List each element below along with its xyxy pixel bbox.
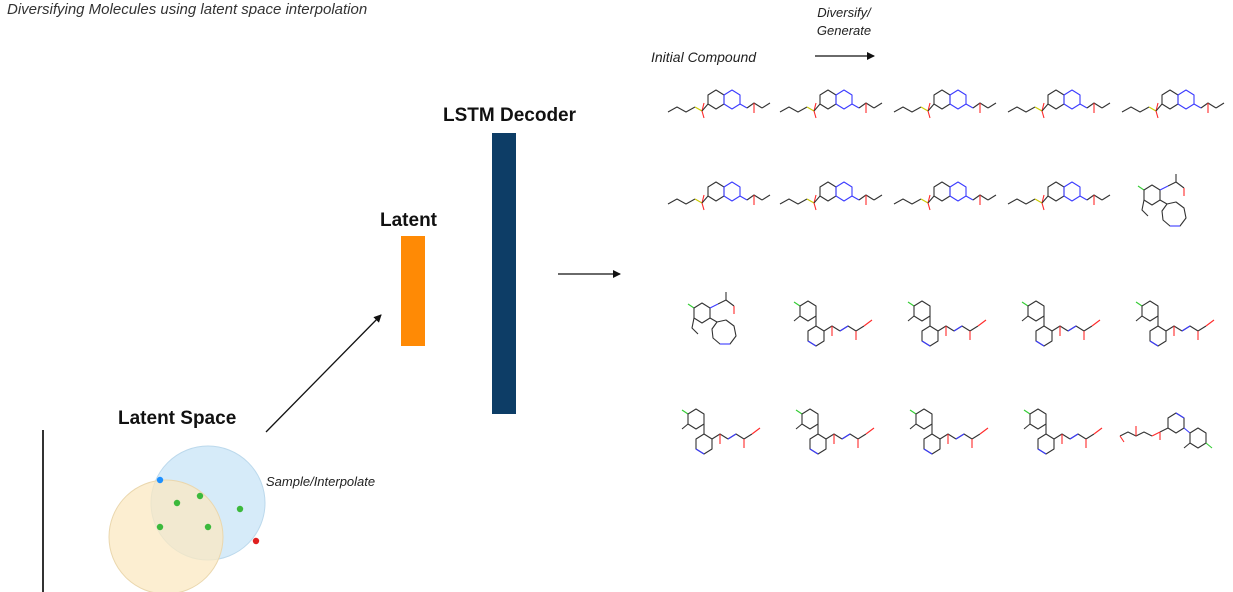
molecule-structure: [1023, 408, 1103, 455]
molecule-structure: [893, 89, 997, 119]
latent-space-venn: [108, 445, 266, 592]
molecule-structure: [795, 408, 875, 455]
molecule-structure: [1007, 89, 1111, 119]
molecule-structure: [1121, 89, 1225, 119]
molecule-structure: [1007, 181, 1111, 211]
left-divider-line: [42, 430, 44, 592]
latent-point-green: [236, 505, 244, 513]
molecule-structure: [667, 181, 771, 211]
initial-compound-label: Initial Compound: [651, 49, 757, 65]
latent-point-green: [156, 523, 164, 531]
molecule-structure: [1135, 300, 1215, 347]
molecule-structure: [681, 408, 761, 455]
molecule-structure: [907, 300, 987, 347]
latent-point-green: [196, 492, 204, 500]
latent-input-arrow: [265, 314, 382, 433]
latent-bar: [401, 236, 425, 346]
lstm-decoder-bar: [492, 133, 516, 414]
lstm-decoder-label: LSTM Decoder: [443, 105, 577, 126]
molecule-structure: [1021, 300, 1101, 347]
sample-interpolate-label: Sample/Interpolate: [266, 474, 376, 489]
latent-point-green: [204, 523, 212, 531]
latent-space-label: Latent Space: [118, 408, 237, 429]
molecule-structure: [1137, 173, 1187, 227]
molecule-structure: [779, 181, 883, 211]
page-title: Diversifying Molecules using latent spac…: [7, 1, 368, 18]
molecule-structure: [667, 89, 771, 119]
molecule-structure: [779, 89, 883, 119]
molecule-structure: [893, 181, 997, 211]
latent-label: Latent: [380, 210, 437, 231]
latent-region-yellow: [108, 479, 224, 592]
latent-point-green: [173, 499, 181, 507]
diversify-generate-label: Diversify/Generate: [816, 5, 872, 38]
latent-point-blue: [156, 476, 164, 484]
molecule-structure: [909, 408, 989, 455]
molecule-structure: [687, 291, 737, 345]
latent-point-red: [252, 537, 260, 545]
molecule-structure: [793, 300, 873, 347]
molecule-structure: [1119, 412, 1213, 449]
